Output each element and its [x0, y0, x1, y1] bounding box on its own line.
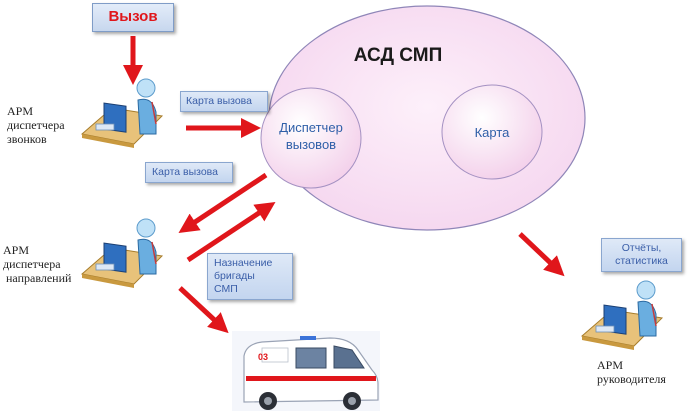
dispatcher-module-circle — [260, 87, 362, 189]
map-module-label: Карта — [475, 125, 511, 140]
ambulance-number: 03 — [258, 352, 268, 362]
reports-note: Отчёты, статистика — [601, 238, 682, 272]
brigade-assignment-note: Назначение бригады СМП — [207, 253, 293, 300]
asd-smp-title: АСД СМП — [354, 45, 443, 66]
arrow-module-to-route-dispatcher — [178, 172, 268, 233]
map-module-circle — [441, 84, 543, 180]
call-box-label: Вызов — [108, 8, 158, 25]
call-card-note-2: Карта вызова — [145, 162, 233, 183]
workstation-manager-icon — [580, 280, 664, 350]
workstation-call-dispatcher-icon — [80, 78, 164, 148]
call-dispatcher-label: АРМ диспетчера звонков — [7, 104, 65, 146]
dispatcher-module-label-line2: вызовов — [286, 137, 336, 152]
arrow-system-to-manager — [518, 232, 565, 277]
call-card-note-1: Карта вызова — [180, 91, 268, 112]
ambulance-image: 03 — [232, 331, 380, 411]
route-dispatcher-label: АРМ диспетчера направлений — [3, 243, 72, 285]
arrow-route-dispatcher-to-module — [186, 202, 276, 263]
call-box: Вызов — [92, 3, 174, 32]
arrow-route-dispatcher-to-ambulance — [178, 286, 229, 334]
dispatcher-module-label-line1: Диспетчер — [279, 120, 343, 135]
manager-label: АРМ руководителя — [597, 358, 666, 386]
workstation-route-dispatcher-icon — [80, 218, 164, 288]
